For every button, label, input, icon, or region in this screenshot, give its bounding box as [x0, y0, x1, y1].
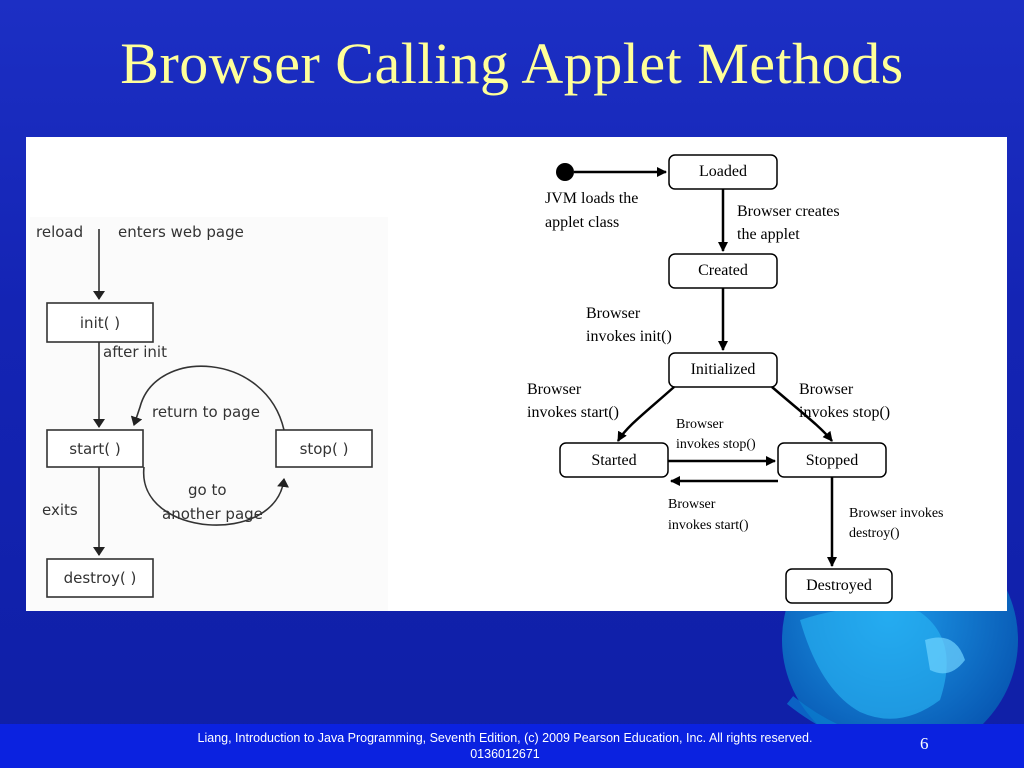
diagram-panel: reload enters web page init( ) after ini…	[26, 137, 1007, 611]
label-reload: reload	[36, 223, 83, 241]
box-stop	[275, 429, 373, 468]
box-init-label: init( )	[80, 314, 120, 332]
sketch-background	[30, 217, 388, 611]
state-destroyed	[785, 568, 893, 604]
state-stopped-label: Stopped	[806, 452, 858, 469]
arrow-return-to-page	[130, 365, 285, 431]
box-start	[46, 429, 144, 468]
label-inner-invokes-start: invokes start()	[668, 518, 749, 533]
label-applet-class: applet class	[545, 214, 619, 231]
label-enters-web-page: enters web page	[118, 223, 244, 241]
box-destroy	[46, 558, 154, 598]
arrow-initialized-to-started	[616, 386, 675, 442]
state-diagram: JVM loads the applet class Loaded Browse…	[527, 154, 944, 604]
label-go-to: go to	[188, 481, 227, 499]
arrow-initialized-to-stopped	[771, 386, 833, 442]
label-return-to-page: return to page	[152, 403, 260, 421]
state-initialized	[668, 352, 778, 388]
label-init-browser: Browser	[586, 305, 641, 322]
label-browser-invokes: Browser invokes	[849, 506, 944, 521]
arrow-go-to-another-page	[143, 466, 290, 526]
state-destroyed-label: Destroyed	[806, 577, 872, 594]
page-number: 6	[920, 734, 929, 753]
label-browser-creates: Browser creates	[737, 203, 840, 220]
label-exits: exits	[42, 501, 78, 519]
label-invokes-init: invokes init()	[586, 328, 672, 345]
label-invokes-stop: invokes stop()	[799, 404, 890, 421]
label-stop-browser: Browser	[799, 381, 854, 398]
label-jvm-loads: JVM loads the	[545, 190, 638, 207]
box-init	[46, 302, 154, 343]
label-inner-start-browser: Browser	[668, 497, 716, 512]
footer-bar	[0, 724, 1024, 768]
lifecycle-sketch: reload enters web page init( ) after ini…	[30, 217, 388, 611]
diagram-canvas: reload enters web page init( ) after ini…	[30, 154, 944, 611]
footer-copyright: Liang, Introduction to Java Programming,…	[197, 731, 813, 761]
label-start-browser: Browser	[527, 381, 582, 398]
label-invokes-start: invokes start()	[527, 404, 619, 421]
initial-state-dot	[556, 163, 574, 181]
label-another-page: another page	[162, 505, 263, 523]
label-after-init: after init	[103, 343, 167, 361]
state-started-label: Started	[591, 452, 636, 469]
label-the-applet: the applet	[737, 226, 800, 243]
box-destroy-label: destroy( )	[64, 569, 137, 587]
slide-title: Browser Calling Applet Methods	[120, 31, 904, 96]
label-destroy-call: destroy()	[849, 526, 900, 541]
state-loaded-label: Loaded	[699, 163, 747, 180]
box-start-label: start( )	[69, 440, 120, 458]
label-inner-stop-browser: Browser	[676, 417, 724, 432]
state-created-label: Created	[698, 262, 748, 279]
state-initialized-label: Initialized	[691, 361, 756, 378]
label-inner-invokes-stop: invokes stop()	[676, 437, 756, 452]
box-stop-label: stop( )	[300, 440, 349, 458]
